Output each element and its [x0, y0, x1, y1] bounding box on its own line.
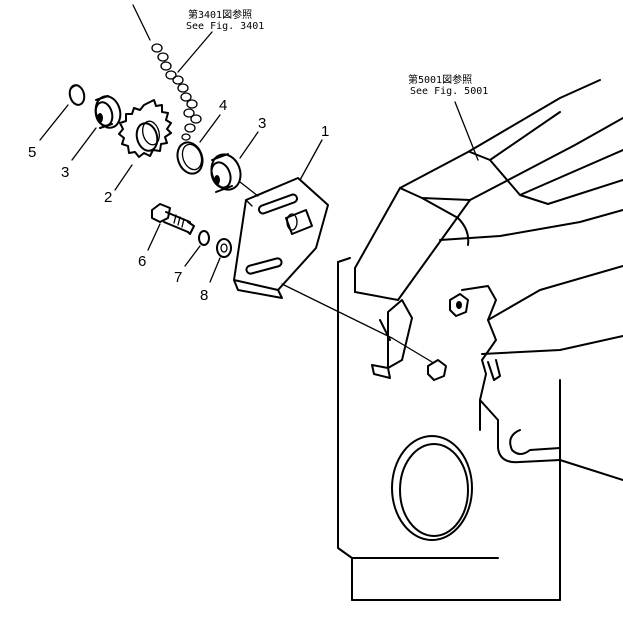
part-7-lock-washer [198, 230, 210, 246]
ref-fig5001-jp: 第5001図参照 [408, 73, 472, 86]
part-3-bearing-right [210, 153, 259, 197]
callout-7: 7 [174, 269, 182, 286]
callout-2: 2 [104, 189, 112, 206]
leader-3-left [71, 127, 97, 161]
callout-6: 6 [138, 253, 146, 270]
leader-fig5001 [454, 101, 479, 161]
leader-8 [209, 257, 221, 283]
main-frame [337, 79, 623, 601]
callout-1: 1 [321, 123, 329, 140]
leader-5 [39, 104, 69, 141]
leader-4 [199, 114, 221, 143]
leader-7 [184, 245, 201, 267]
part-1-bracket [233, 177, 329, 299]
part-3-bearing-left [94, 95, 122, 129]
callout-4: 4 [219, 97, 227, 114]
leader-2 [114, 164, 133, 191]
callout-3-right: 3 [258, 115, 266, 132]
ref-fig5001-en: See Fig. 5001 [410, 86, 488, 97]
part-6-bolt [151, 203, 195, 235]
part-5-snap-ring [68, 84, 86, 106]
callout-8: 8 [200, 287, 208, 304]
ref-fig3401-jp: 第3401図参照 [188, 8, 252, 21]
chain [132, 4, 202, 141]
leader-3-right [239, 131, 259, 159]
leader-fig3401 [177, 31, 213, 73]
part-2-sprocket [118, 99, 172, 158]
callout-3-left: 3 [61, 164, 69, 181]
leader-6 [147, 223, 161, 251]
assembly-lines [281, 283, 433, 363]
ref-fig3401-en: See Fig. 3401 [186, 21, 264, 32]
leader-1 [299, 139, 323, 181]
part-4-snap-ring [176, 141, 204, 175]
callout-5: 5 [28, 144, 36, 161]
part-8-washer [216, 238, 232, 258]
